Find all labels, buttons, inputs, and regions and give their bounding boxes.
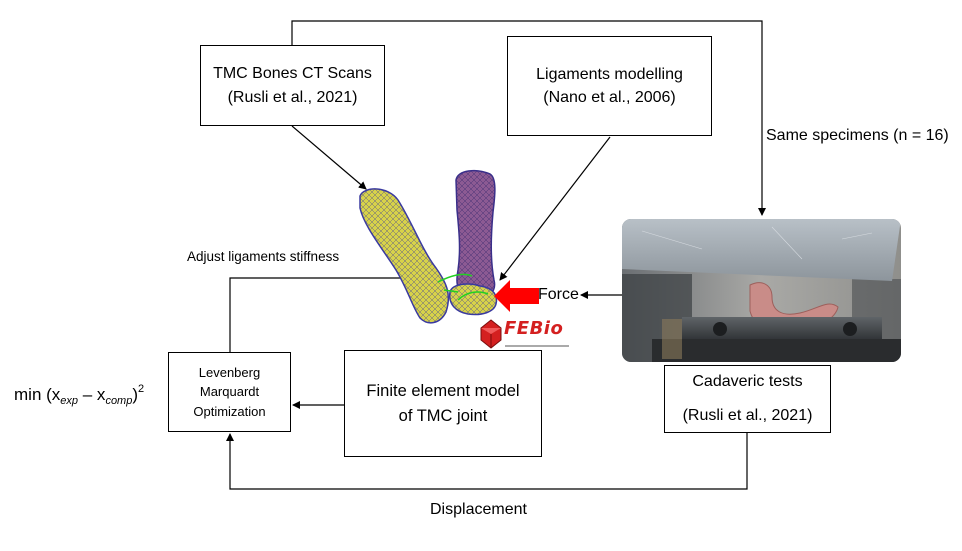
ligaments-modelling-box: Ligaments modelling (Nano et al., 2006) bbox=[507, 36, 712, 136]
fe-model-line1: Finite element model bbox=[366, 381, 520, 400]
joint-base-bone bbox=[448, 283, 498, 316]
ct-to-bones-arrow bbox=[291, 125, 367, 190]
objective-exp-subscript: exp bbox=[60, 395, 79, 407]
objective-power: 2 bbox=[138, 383, 145, 395]
optimization-box: Levenberg Marquardt Optimization bbox=[168, 352, 291, 432]
adjust-stiffness-connector bbox=[229, 274, 437, 352]
fe-model-box: Finite element model of TMC joint bbox=[344, 350, 542, 457]
ct-scans-citation: (Rusli et al., 2021) bbox=[227, 88, 358, 106]
febio-logo: FEBio bbox=[479, 318, 571, 350]
ligament-lines bbox=[437, 273, 489, 301]
ligaments-citation: (Nano et al., 2006) bbox=[543, 89, 676, 106]
same-specimens-connector bbox=[291, 20, 766, 216]
ct-scans-title: TMC Bones CT Scans bbox=[213, 65, 372, 83]
ligaments-to-joint-arrow bbox=[499, 136, 611, 281]
cadaveric-citation: (Rusli et al., 2021) bbox=[682, 407, 813, 424]
metacarpal-bone bbox=[455, 169, 496, 300]
objective-comp-subscript: comp bbox=[105, 395, 133, 407]
objective-prefix: min (x bbox=[14, 385, 61, 404]
objective-suffix: ) bbox=[132, 385, 139, 404]
force-arrow bbox=[494, 280, 539, 312]
cadaveric-test-photo bbox=[622, 219, 901, 362]
displacement-connector bbox=[226, 433, 748, 490]
adjust-stiffness-label: Adjust ligaments stiffness bbox=[187, 249, 340, 264]
optimization-line3: Optimization bbox=[193, 403, 266, 419]
optimization-line1: Levenberg bbox=[198, 364, 261, 380]
displacement-label: Displacement bbox=[430, 501, 527, 518]
febio-logo-text: FEBio bbox=[504, 318, 564, 339]
objective-minus: – x bbox=[78, 385, 106, 404]
optimization-line2: Marquardt bbox=[199, 384, 260, 400]
same-specimens-label: Same specimens (n = 16) bbox=[766, 127, 949, 144]
trapezium-bone bbox=[359, 188, 450, 324]
objective-function: min (xexp – xcomp)2 bbox=[14, 383, 144, 407]
force-label: Force bbox=[538, 286, 579, 303]
ligaments-title: Ligaments modelling bbox=[536, 65, 683, 83]
ct-scans-box: TMC Bones CT Scans (Rusli et al., 2021) bbox=[200, 45, 385, 126]
cadaveric-tests-box: Cadaveric tests (Rusli et al., 2021) bbox=[664, 365, 831, 433]
cadaveric-title: Cadaveric tests bbox=[692, 373, 803, 391]
fe-model-line2: of TMC joint bbox=[398, 406, 488, 425]
